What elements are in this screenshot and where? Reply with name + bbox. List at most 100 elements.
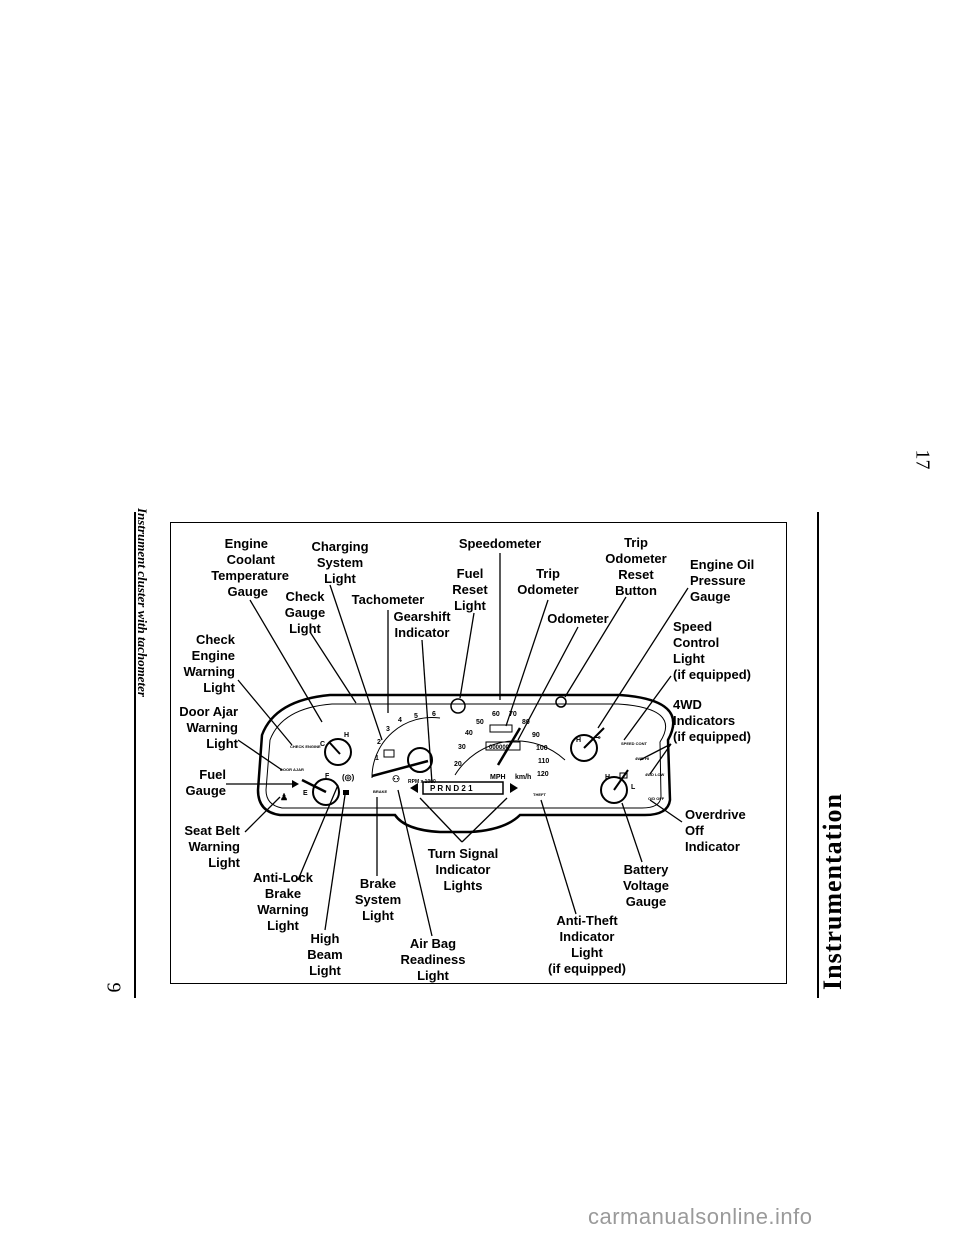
- right-rule: [817, 512, 819, 998]
- callout-fuel-gauge: Fuel Gauge: [186, 767, 226, 798]
- callout-trip-reset: Trip Odometer Reset Button: [605, 535, 666, 598]
- svg-text:Warning: Warning: [188, 839, 240, 854]
- callout-brake-system: Brake System Light: [355, 876, 401, 923]
- coolant-c-text: C: [320, 741, 325, 748]
- callout-turn-signal: Turn Signal Indicator Lights: [428, 846, 499, 893]
- svg-text:Lights: Lights: [444, 878, 483, 893]
- svg-text:Light: Light: [208, 855, 240, 870]
- rpm-label: RPM x 1000: [408, 779, 436, 785]
- svg-text:Check: Check: [285, 589, 325, 604]
- speedo-tick: 30: [458, 744, 466, 751]
- svg-text:Pressure: Pressure: [690, 573, 746, 588]
- svg-text:Speedometer: Speedometer: [459, 536, 541, 551]
- speedo-tick: 120: [537, 771, 549, 778]
- speedo-tick: 40: [465, 730, 473, 737]
- theft-tag: THEFT: [533, 792, 546, 797]
- callout-door-ajar: Door Ajar Warning Light: [179, 704, 238, 751]
- svg-text:Brake: Brake: [265, 886, 301, 901]
- svg-text:Warning: Warning: [257, 902, 309, 917]
- svg-text:Coolant: Coolant: [227, 552, 276, 567]
- svg-text:Anti-Theft: Anti-Theft: [556, 913, 618, 928]
- svg-text:Engine: Engine: [192, 648, 235, 663]
- svg-text:Light: Light: [309, 963, 341, 978]
- svg-text:Control: Control: [673, 635, 719, 650]
- svg-text:Turn Signal: Turn Signal: [428, 846, 499, 861]
- callout-overdrive-off: Overdrive Off Indicator: [685, 807, 746, 854]
- svg-text:Voltage: Voltage: [623, 878, 669, 893]
- svg-text:Beam: Beam: [307, 947, 342, 962]
- svg-text:Door Ajar: Door Ajar: [179, 704, 238, 719]
- svg-text:Off: Off: [685, 823, 704, 838]
- svg-text:(if equipped): (if equipped): [673, 729, 751, 744]
- callout-air-bag: Air Bag Readiness Light: [400, 936, 465, 983]
- svg-text:Light: Light: [362, 908, 394, 923]
- svg-text:Engine: Engine: [225, 536, 268, 551]
- svg-text:System: System: [355, 892, 401, 907]
- speedo-tick: 110: [538, 758, 549, 765]
- kmh-label: km/h: [515, 774, 531, 781]
- svg-text:Anti-Lock: Anti-Lock: [253, 870, 314, 885]
- left-turn-arrow: [410, 783, 418, 793]
- abs-icon: (◎): [342, 773, 355, 782]
- odometer-digits: 000000: [489, 745, 510, 751]
- callout-fuel-reset: Fuel Reset Light: [452, 566, 488, 613]
- svg-text:Check: Check: [196, 632, 236, 647]
- svg-text:Gauge: Gauge: [228, 584, 268, 599]
- svg-text:Light: Light: [454, 598, 486, 613]
- callout-trip-odometer: Trip Odometer: [517, 566, 578, 597]
- svg-text:Temperature: Temperature: [211, 568, 289, 583]
- svg-text:Brake: Brake: [360, 876, 396, 891]
- high-beam-icon: [343, 790, 349, 795]
- callout-high-beam: High Beam Light: [307, 931, 342, 978]
- tach-tick: 2: [377, 739, 381, 746]
- callout-odometer: Odometer: [547, 611, 608, 626]
- speedo-tick: 50: [476, 719, 484, 726]
- callout-speed-control: Speed Control Light (if equipped): [673, 619, 751, 682]
- od-off-tag: O/D OFF: [648, 796, 665, 801]
- svg-text:Warning: Warning: [186, 720, 238, 735]
- svg-text:Air Bag: Air Bag: [410, 936, 456, 951]
- callout-4wd: 4WD Indicators (if equipped): [673, 697, 751, 744]
- svg-text:Gearshift: Gearshift: [393, 609, 451, 624]
- tach-tick: 3: [386, 726, 390, 733]
- callout-charging-system: Charging System Light: [311, 539, 368, 586]
- oil-can-icon: ⊸: [594, 733, 601, 742]
- check-engine-tag: CHECK ENGINE: [290, 744, 321, 749]
- svg-text:Trip: Trip: [536, 566, 560, 581]
- svg-text:Light: Light: [206, 736, 238, 751]
- tach-tick: 4: [398, 717, 402, 724]
- svg-text:Fuel: Fuel: [199, 767, 226, 782]
- svg-text:Indicator: Indicator: [436, 862, 491, 877]
- oil-gauge-dial: [570, 734, 598, 762]
- callout-seat-belt: Seat Belt Warning Light: [184, 823, 240, 870]
- battery-icon: [619, 772, 628, 779]
- callout-tachometer: Tachometer: [352, 592, 425, 607]
- svg-text:Light: Light: [267, 918, 299, 933]
- svg-text:Battery: Battery: [624, 862, 670, 877]
- svg-text:Odometer: Odometer: [605, 551, 666, 566]
- oil-h-text: H: [576, 737, 581, 744]
- callout-gearshift: Gearshift Indicator: [393, 609, 451, 640]
- battery-l-text: L: [631, 784, 636, 791]
- leader-lines: [226, 553, 689, 937]
- svg-text:(if equipped): (if equipped): [673, 667, 751, 682]
- svg-text:Gauge: Gauge: [626, 894, 666, 909]
- svg-text:System: System: [317, 555, 363, 570]
- speed-cont-tag: SPEED CONT: [621, 741, 648, 746]
- door-ajar-tag: DOOR AJAR: [280, 767, 304, 772]
- speedo-tick: 100: [536, 745, 548, 752]
- svg-text:Tachometer: Tachometer: [352, 592, 425, 607]
- mph-label: MPH: [490, 774, 506, 781]
- svg-text:Readiness: Readiness: [400, 952, 465, 967]
- svg-text:Odometer: Odometer: [517, 582, 578, 597]
- svg-text:(if equipped): (if equipped): [548, 961, 626, 976]
- svg-text:Indicators: Indicators: [673, 713, 735, 728]
- svg-text:Warning: Warning: [183, 664, 235, 679]
- svg-text:Trip: Trip: [624, 535, 648, 550]
- svg-text:High: High: [311, 931, 340, 946]
- svg-text:Indicator: Indicator: [395, 625, 450, 640]
- svg-text:Light: Light: [203, 680, 235, 695]
- speedo-tick: 80: [522, 719, 530, 726]
- speedo-tick: 60: [492, 711, 500, 718]
